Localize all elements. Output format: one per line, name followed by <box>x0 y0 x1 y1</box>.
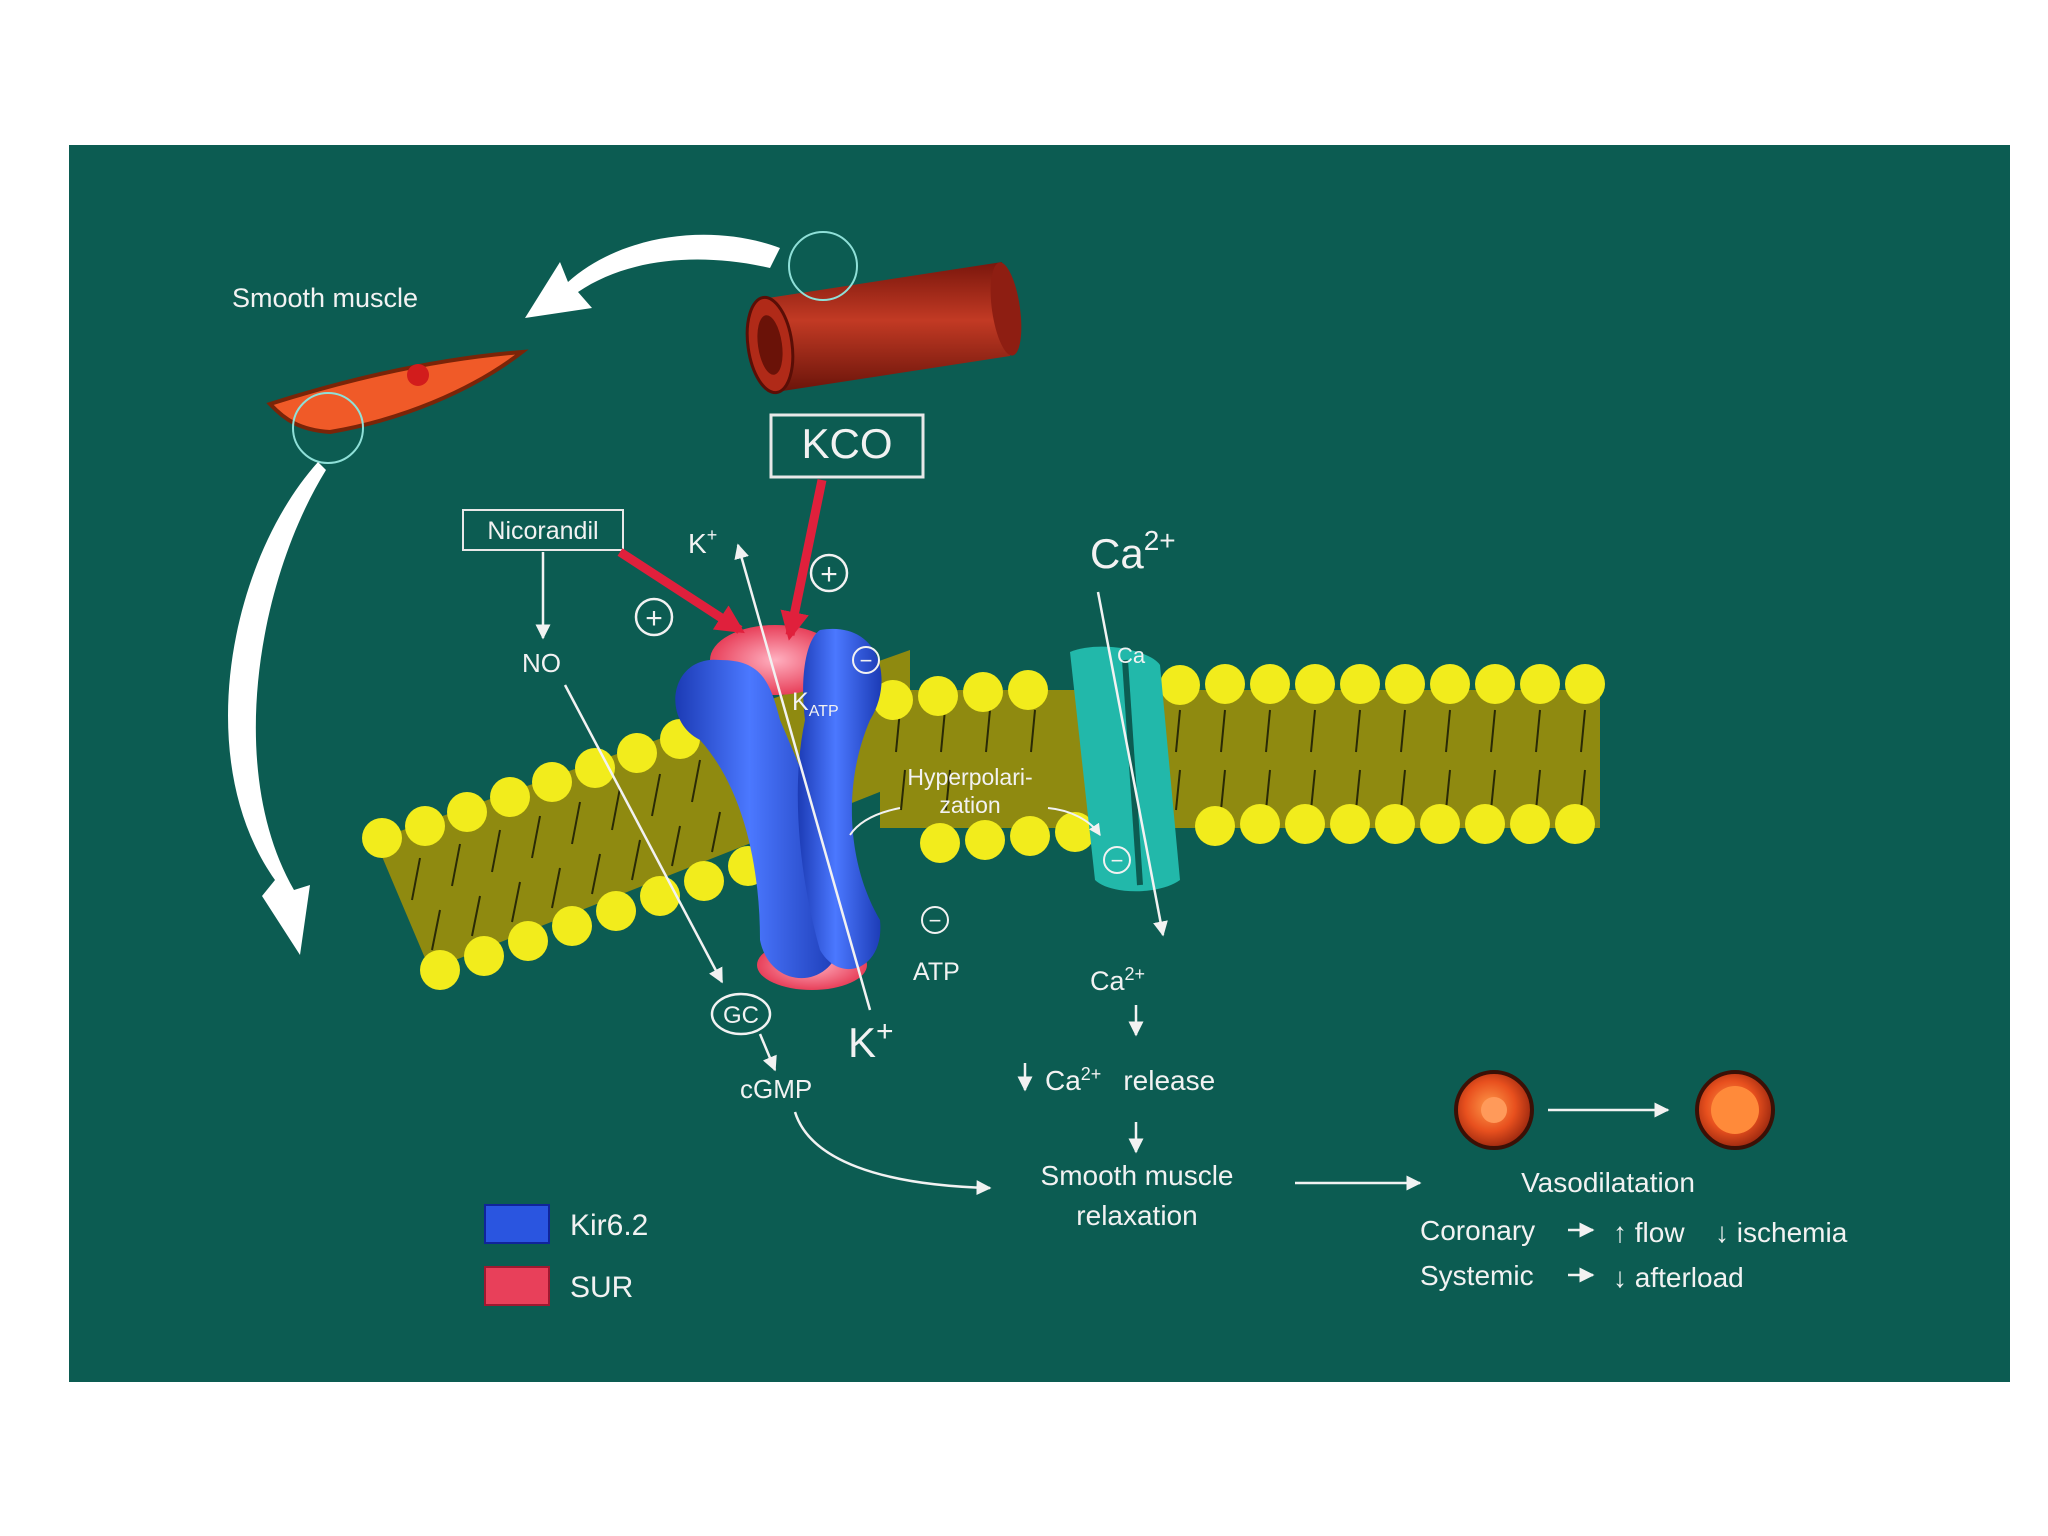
membrane-right-segment <box>873 664 1605 863</box>
cgmp-to-relaxation-arrow <box>793 1111 992 1196</box>
smooth-muscle-cell <box>266 349 529 464</box>
kco-label: KCO <box>801 420 892 467</box>
curved-arrow-cell-to-membrane <box>228 462 326 955</box>
hyperpolarization-label-line1: Hyperpolari- <box>907 764 1032 790</box>
legend-swatch-sur <box>484 1266 550 1306</box>
nicorandil-label: Nicorandil <box>487 517 598 545</box>
katp-label: KATP <box>792 688 839 720</box>
minus-sign-ca-channel: − <box>1103 846 1131 874</box>
systemic-afterload-label: ↓ afterload <box>1613 1262 1744 1293</box>
k-bottom-label: K+ <box>848 1015 894 1066</box>
cgmp-label: cGMP <box>740 1074 812 1104</box>
kco-activation-arrow <box>780 479 827 641</box>
minus-sign-atp: − <box>921 906 949 934</box>
coronary-flow-label: ↑ flow <box>1613 1217 1685 1248</box>
hyperpolarization-label-line2: zation <box>939 792 1000 818</box>
calcium-channel-label: Ca <box>1117 643 1146 668</box>
no-label: NO <box>522 648 561 678</box>
relaxation-label-line2: relaxation <box>1076 1200 1197 1231</box>
nicorandil-activation-arrow <box>617 548 745 634</box>
vasodilatation-label: Vasodilatation <box>1521 1167 1695 1198</box>
k-top-label: K+ <box>688 525 717 559</box>
svg-text:GC: GC <box>723 1002 759 1029</box>
ca-release-label: Ca2+release <box>1045 1064 1215 1096</box>
legend-label-kir62: Kir6.2 <box>570 1209 648 1242</box>
minus-sign-katp-top: − <box>852 646 880 674</box>
svg-text:−: − <box>860 648 873 673</box>
ca-top-label: Ca2+ <box>1090 525 1176 577</box>
ca-mid-label: Ca2+ <box>1090 964 1145 996</box>
blood-vessel-illustration <box>745 231 1022 395</box>
coronary-ischemia-label: ↓ ischemia <box>1715 1217 1848 1248</box>
katp-channel <box>675 625 882 990</box>
gc-circle: GC <box>710 992 772 1036</box>
atp-label: ATP <box>913 958 960 986</box>
svg-text:−: − <box>929 908 942 933</box>
kco-box <box>769 413 925 479</box>
smooth-muscle-label: Smooth muscle <box>232 283 418 313</box>
relaxation-label-line1: Smooth muscle <box>1041 1160 1234 1191</box>
plus-sign-nicorandil: + <box>634 597 674 637</box>
legend: Kir6.2 SUR <box>484 1204 648 1306</box>
plus-sign-kco: + <box>809 553 849 593</box>
systemic-label: Systemic <box>1420 1260 1534 1291</box>
svg-text:−: − <box>1111 848 1124 873</box>
curved-arrow-vessel-to-cell <box>525 234 780 318</box>
gc-to-cgmp-arrow <box>758 1033 777 1072</box>
vessel-narrow-circle <box>1454 1070 1534 1150</box>
ca-influx-arrow <box>1096 591 1168 937</box>
hyperpolarization-left-arrow <box>849 807 901 836</box>
coronary-label: Coronary <box>1420 1215 1535 1246</box>
legend-swatch-kir62 <box>484 1204 550 1244</box>
svg-text:+: + <box>645 602 663 635</box>
nicorandil-box <box>462 509 624 551</box>
no-to-gc-arrow <box>563 684 724 984</box>
legend-label-sur: SUR <box>570 1271 633 1304</box>
svg-text:+: + <box>820 558 838 591</box>
vessel-dilated-circle <box>1695 1070 1775 1150</box>
hyperpolarization-right-arrow <box>1047 807 1101 836</box>
k-efflux-arrow <box>734 543 872 1011</box>
